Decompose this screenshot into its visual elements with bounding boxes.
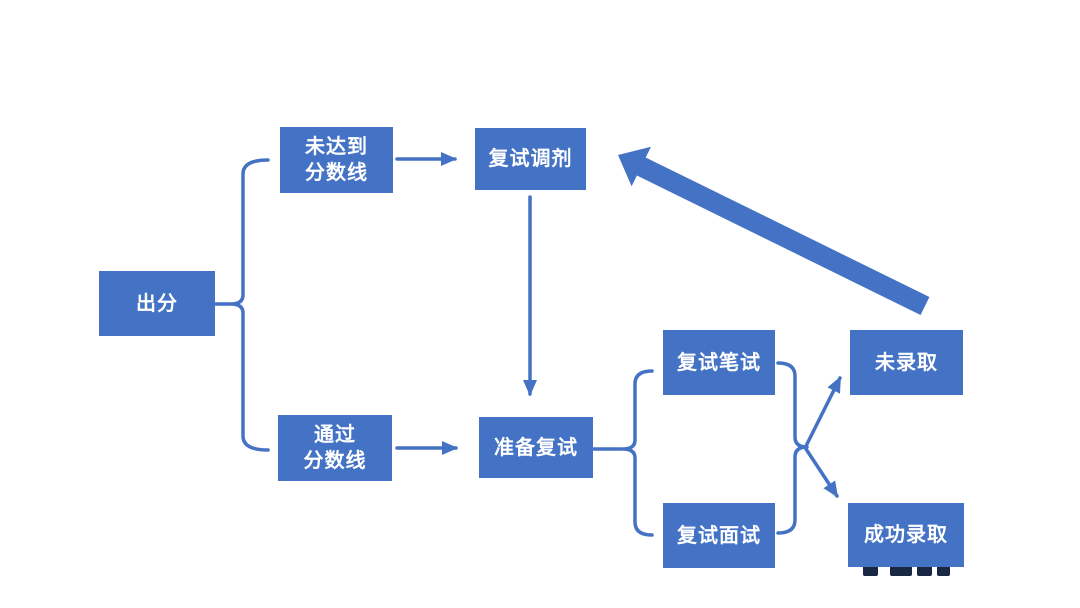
node-label: 复试调剂 (488, 148, 573, 170)
arrow-to-admitted (804, 447, 839, 498)
arrow-to-not-admitted (804, 376, 842, 448)
node-label: 复试面试 (677, 524, 761, 547)
node-label: 准备复试 (494, 436, 578, 459)
brace-score-branch (229, 158, 270, 452)
node-label: 未达到 分数线 (305, 136, 368, 184)
node-admitted: 成功录取 (848, 503, 964, 567)
node-label: 未录取 (875, 351, 938, 374)
node-score-release: 出分 (99, 271, 215, 336)
node-retest-written: 复试笔试 (663, 330, 775, 395)
node-label: 复试笔试 (677, 351, 761, 374)
node-label: 通过 分数线 (303, 424, 367, 472)
node-retest-adjustment: 复试调剂 (475, 128, 586, 190)
node-prepare-retest: 准备复试 (479, 417, 593, 478)
node-not-admitted: 未录取 (850, 330, 963, 395)
brace-merge-tests (776, 361, 809, 535)
big-return-arrow-icon (618, 146, 930, 315)
node-label: 成功录取 (864, 524, 948, 546)
node-retest-interview: 复试面试 (663, 503, 775, 568)
node-below-cutoff: 未达到 分数线 (280, 127, 393, 193)
node-label: 出分 (136, 292, 178, 315)
node-pass-cutoff: 通过 分数线 (278, 415, 392, 481)
brace-prepare-branch (621, 369, 654, 537)
